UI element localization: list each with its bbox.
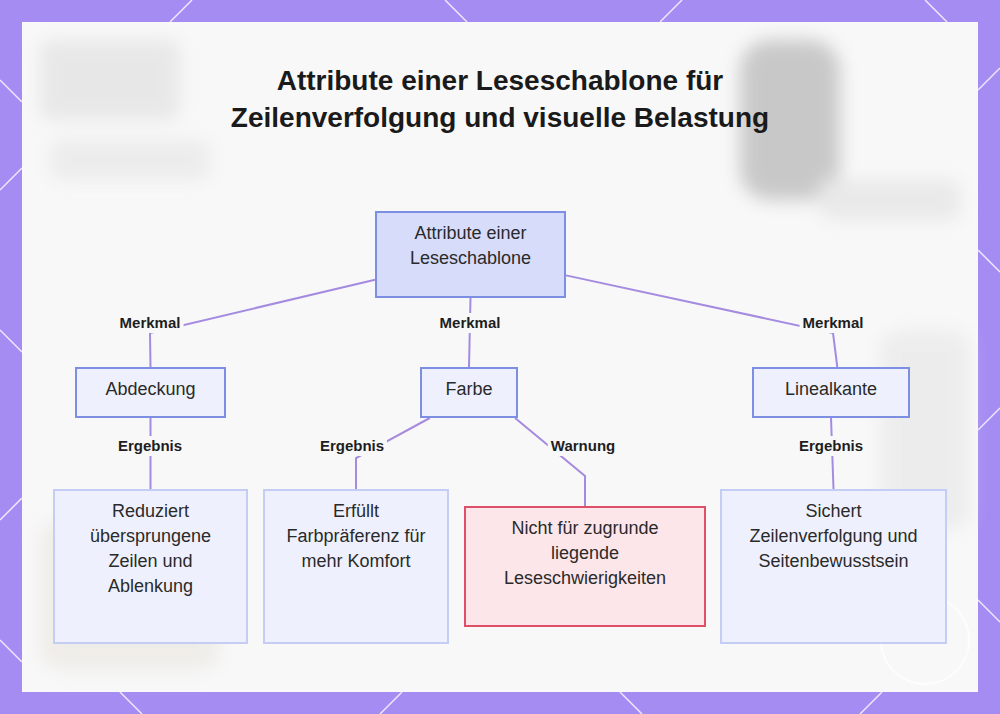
- edge-label: Ergebnis: [317, 436, 387, 456]
- attribute-box: Abdeckung: [75, 367, 226, 418]
- edge-label: Merkmal: [437, 313, 504, 333]
- connector-line: [150, 280, 375, 367]
- node-label: Attribute einer Leseschablone: [393, 221, 548, 271]
- connector-line: [515, 418, 585, 506]
- edge-label: Warnung: [548, 436, 618, 456]
- result-box: Reduziert übersprungene Zeilen und Ablen…: [53, 489, 248, 644]
- edge-label: Merkmal: [800, 313, 867, 333]
- edge-label: Ergebnis: [115, 436, 185, 456]
- result-box: Erfüllt Farbpräferenz für mehr Komfort: [263, 489, 449, 644]
- panel: [22, 22, 978, 692]
- node-label: Nicht für zugrunde liegende Leseschwieri…: [482, 516, 688, 591]
- attribute-box: Linealkante: [752, 367, 910, 418]
- edge-label: Merkmal: [117, 313, 184, 333]
- warning-box: Nicht für zugrunde liegende Leseschwieri…: [464, 506, 706, 627]
- diagram-title: Attribute einer Leseschablone für Zeilen…: [220, 62, 780, 136]
- connector-line: [566, 275, 837, 367]
- node-label: Erfüllt Farbpräferenz für mehr Komfort: [281, 499, 431, 574]
- root-box: Attribute einer Leseschablone: [375, 211, 566, 298]
- result-box: Sichert Zeilenverfolgung und Seitenbewus…: [720, 489, 947, 644]
- edge-label: Ergebnis: [796, 436, 866, 456]
- attribute-box: Farbe: [420, 367, 518, 418]
- blurred-photo: [40, 40, 970, 670]
- node-label: Reduziert übersprungene Zeilen und Ablen…: [71, 499, 230, 599]
- node-label: Farbe: [445, 377, 492, 402]
- node-label: Sichert Zeilenverfolgung und Seitenbewus…: [738, 499, 929, 574]
- node-label: Abdeckung: [105, 377, 195, 402]
- node-label: Linealkante: [785, 377, 877, 402]
